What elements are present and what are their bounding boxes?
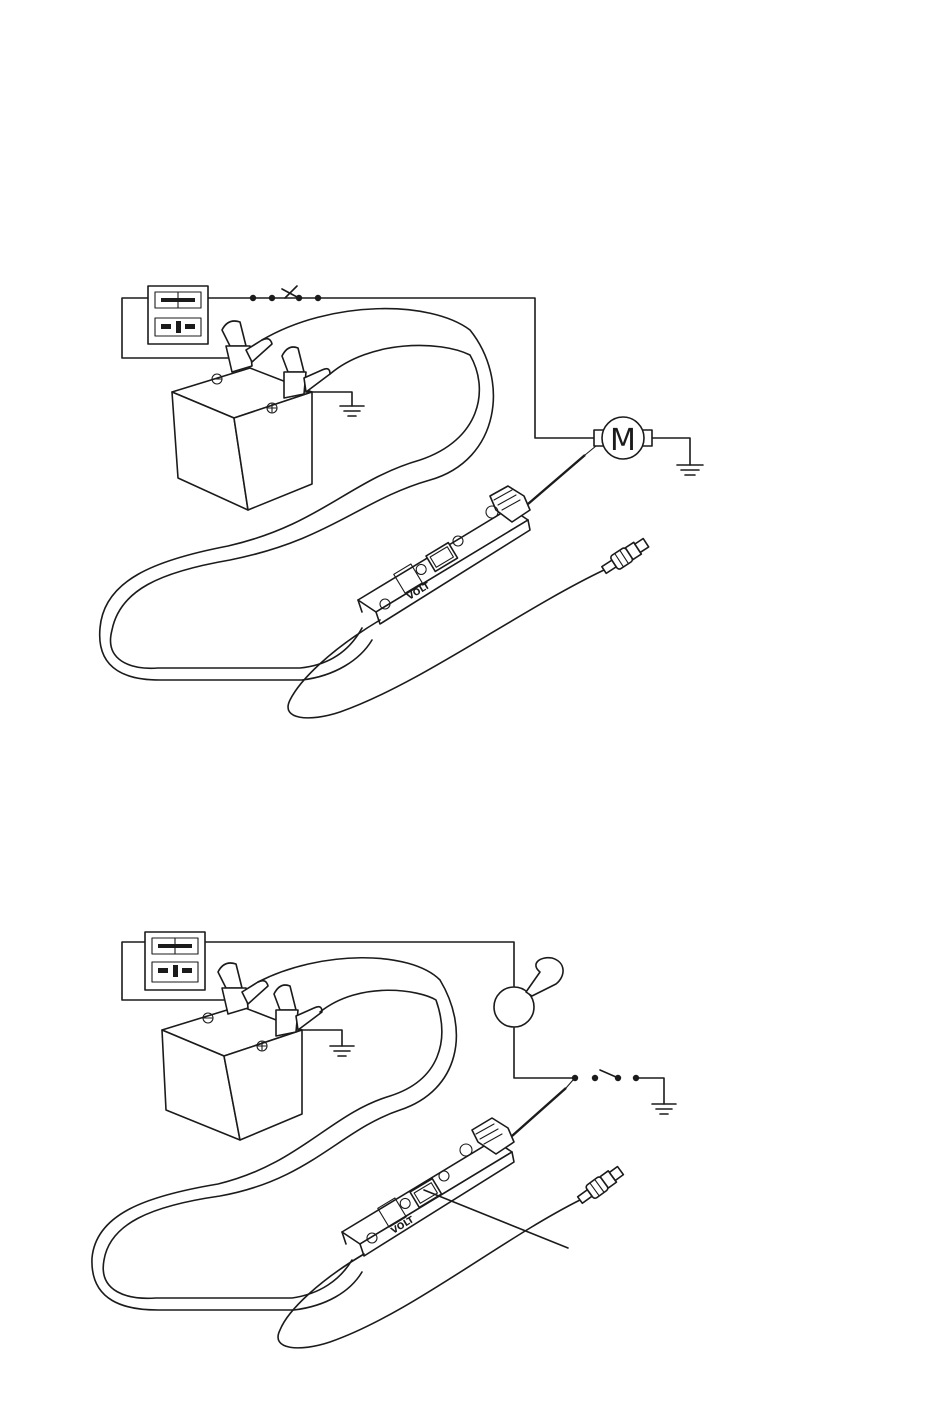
battery-clamp-negative [274, 985, 322, 1036]
auxiliary-lead [278, 1200, 580, 1348]
battery-clamp-negative [282, 347, 330, 398]
circuit-tester-icon: VOLT [342, 1080, 573, 1256]
circuit-tester-icon: VOLT [358, 446, 596, 624]
tester-lead-cable [92, 958, 456, 1310]
battery-clamp-positive [218, 963, 268, 1014]
auxiliary-lead [288, 570, 604, 718]
plug-icon [600, 536, 651, 577]
plug-icon [575, 1164, 625, 1206]
motor-label: M [610, 423, 636, 458]
fuse-switch-box-icon [148, 286, 208, 344]
switch-icon [572, 1070, 639, 1081]
ground-icon [677, 465, 703, 475]
ground-icon [652, 1104, 676, 1114]
fuse-switch-box-icon [145, 932, 205, 990]
diagram-horn-test: VOLT [92, 932, 676, 1348]
switch-icon [250, 286, 321, 301]
diagram-motor-test: M [100, 286, 703, 718]
horn-icon [494, 958, 563, 1027]
battery-clamp-positive [222, 321, 272, 372]
ground-icon [306, 392, 364, 416]
motor-icon: M [594, 417, 652, 459]
ground-icon [298, 1030, 354, 1056]
